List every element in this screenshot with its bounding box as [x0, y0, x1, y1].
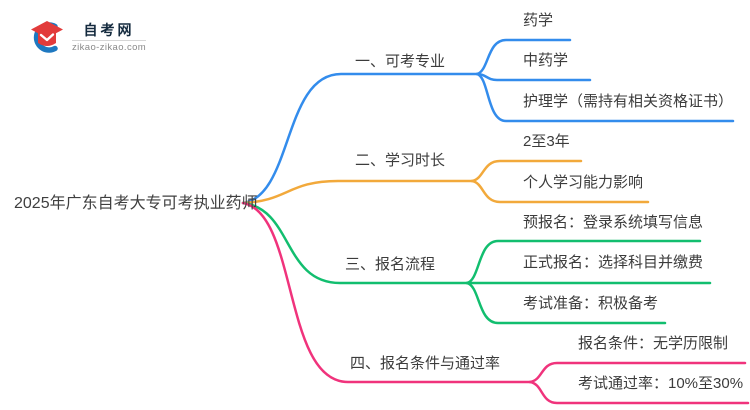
leaf-node-pre-registration[interactable]: 预报名：登录系统填写信息 [523, 214, 704, 231]
site-url: zikao-zikao.com [72, 41, 147, 53]
leaf-node-nursing[interactable]: 护理学（需持有相关资格证书） [523, 93, 734, 110]
branch-node-exam-majors[interactable]: 一、可考专业 [355, 53, 446, 70]
branch4-lines [241, 201, 750, 405]
branch-node-study-duration[interactable]: 二、学习时长 [355, 152, 446, 169]
branch2-lines [241, 159, 650, 205]
site-logo[interactable]: 自考网 zikao-zikao.com [26, 19, 147, 55]
leaf-node-tcm-pharmacy[interactable]: 中药学 [523, 52, 569, 69]
graduation-cap-icon [31, 21, 63, 53]
leaf-node-no-education-limit[interactable]: 报名条件：无学历限制 [578, 335, 729, 352]
branch-node-registration-process[interactable]: 三、报名流程 [345, 256, 436, 273]
leaf-node-formal-registration[interactable]: 正式报名：选择科目并缴费 [523, 254, 704, 271]
leaf-node-exam-preparation[interactable]: 考试准备：积极备考 [523, 295, 659, 312]
leaf-node-2-3-years[interactable]: 2至3年 [523, 133, 570, 150]
logo-divider [72, 39, 147, 41]
leaf-node-personal-ability[interactable]: 个人学习能力影响 [523, 174, 644, 191]
root-node[interactable]: 2025年广东自考大专可考执业药师 [14, 195, 258, 212]
branch-node-conditions-pass-rate[interactable]: 四、报名条件与通过率 [350, 355, 501, 372]
leaf-node-pass-rate[interactable]: 考试通过率：10%至30% [578, 375, 744, 392]
leaf-node-pharmacy[interactable]: 药学 [523, 12, 554, 29]
site-name: 自考网 [83, 21, 135, 38]
branch1-lines [241, 38, 735, 205]
branch3-lines [241, 201, 712, 325]
